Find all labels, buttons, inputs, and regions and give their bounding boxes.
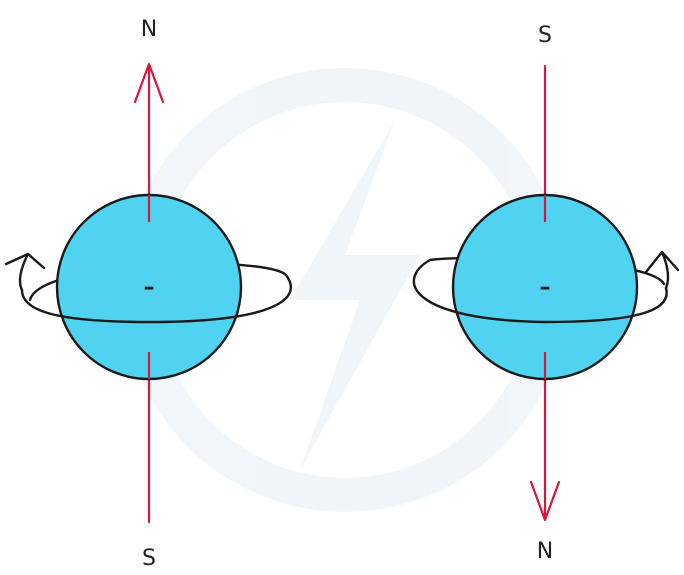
right-axis-arrowhead-down-icon <box>529 480 561 522</box>
left-top-pole-label: N <box>141 17 157 42</box>
right-spin-arrow-tail <box>660 250 670 290</box>
left-spin-ring-front <box>20 273 292 324</box>
left-spin-arrow-tail <box>18 252 30 292</box>
left-particle: – N S <box>4 17 292 571</box>
left-charge-label: – <box>144 275 155 300</box>
left-bottom-pole-label: S <box>142 546 156 571</box>
right-particle: – S N <box>412 23 680 564</box>
right-spin-ring-front <box>412 258 668 324</box>
right-charge-label: – <box>540 275 551 300</box>
right-top-pole-label: S <box>538 23 552 48</box>
left-axis-arrowhead-up-icon <box>133 62 165 104</box>
right-bottom-pole-label: N <box>537 539 553 564</box>
